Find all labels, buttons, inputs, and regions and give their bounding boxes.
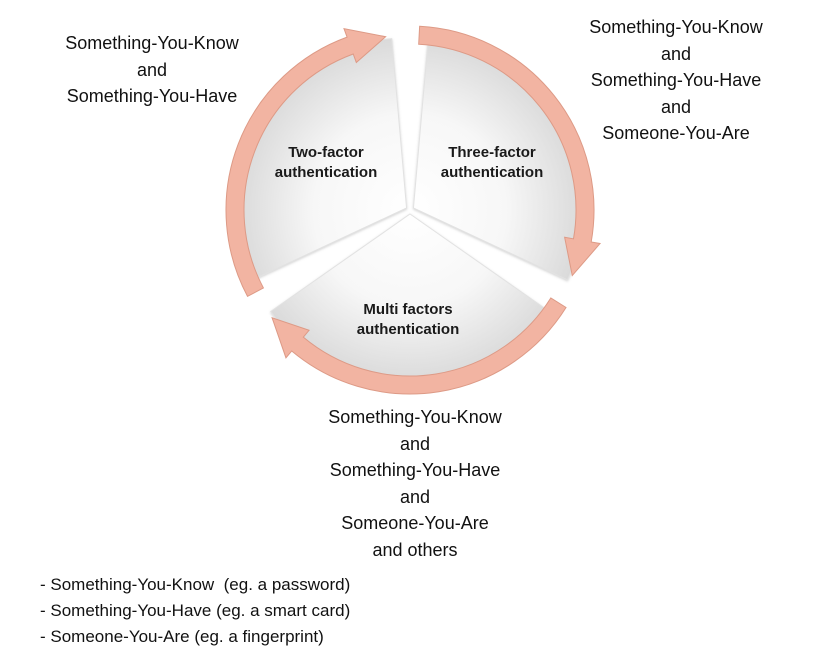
multi-factor-title: Multi factors [363,301,452,318]
two-factor-title-line2: authentication [275,164,378,181]
label-line: and [660,96,692,117]
arrows-group [225,25,602,395]
three-factor-title-line2: authentication [441,164,544,181]
two-factor-title: Two-factor [288,144,364,161]
arrow-to-two-factor [271,297,567,395]
legend-item: - Something-You-Know (eg. a password) [40,575,351,594]
multi-factor-label: Something-You-Know and Something-You-Hav… [306,404,524,563]
label-line: Someone-You-Are [602,123,750,143]
label-line: Something-You-Have [590,70,762,90]
legend-item: - Something-You-Have (eg. a smart card) [40,601,351,620]
label-line: Someone-You-Are [341,513,489,533]
three-factor-label: Something-You-Know and Something-You-Hav… [572,14,780,147]
legend-item: - Someone-You-Are (eg. a fingerprint) [40,627,324,646]
arrow-to-three-factor [225,27,387,298]
label-line: and [660,43,692,64]
label-line: Something-You-Know [328,407,502,427]
label-line: Something-You-Have [329,460,501,480]
label-line: and [399,486,431,507]
label-line: and [136,59,168,80]
label-line: Something-You-Know [589,17,763,37]
arrow-to-multi-factor [418,25,602,277]
factor-legend: - Something-You-Know (eg. a password) - … [40,572,350,650]
label-line: and others [372,539,458,560]
multi-factor-title-line2: authentication [357,321,460,338]
label-line: and [399,433,431,454]
three-factor-title: Three-factor [448,144,536,161]
label-line: Something-You-Have [66,86,238,106]
two-factor-label: Something-You-Know and Something-You-Hav… [40,30,264,110]
label-line: Something-You-Know [65,33,239,53]
